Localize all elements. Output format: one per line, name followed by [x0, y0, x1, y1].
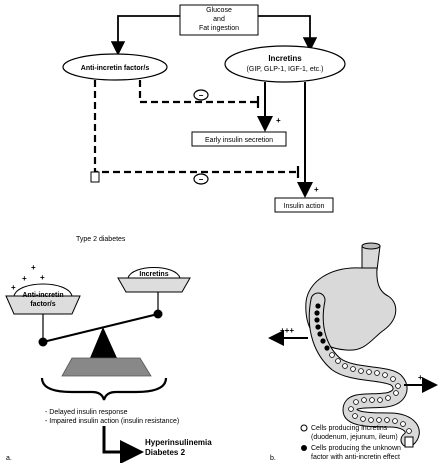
legend-open-line-1: Cells producing incretins: [311, 425, 388, 432]
open-cell: [400, 421, 406, 427]
glucose-line-3: Fat ingestion: [199, 25, 239, 32]
open-cell: [360, 416, 366, 422]
open-cell: [393, 390, 399, 396]
open-cell: [361, 397, 367, 403]
scale-marker-b: [404, 436, 414, 448]
incretins-examples: (GIP, GLP-1, IGF-1, etc.): [247, 66, 324, 73]
outcome-arrow: [102, 426, 144, 463]
filled-cell: [315, 324, 321, 330]
plus-early-secretion: +: [276, 116, 281, 125]
open-cell: [342, 363, 348, 369]
arrow-glucose-to-incretins: [258, 15, 318, 52]
consequence-1: - Delayed insulin response: [45, 409, 128, 416]
filled-cell: [314, 310, 320, 316]
consequence-2: - Impaired insulin action (insulin resis…: [45, 418, 179, 425]
legend-filled-line-1: Cells producing the unknown: [311, 445, 401, 452]
early-secretion-box: [191, 131, 287, 147]
open-cell: [384, 417, 390, 423]
arrow-glucose-to-anti-incretin: [110, 15, 180, 56]
open-cell: [395, 383, 401, 389]
legend-filled-symbol: [301, 445, 307, 451]
esophagus-opening: [361, 242, 381, 250]
open-cell: [374, 370, 380, 376]
right-pan-dome: [127, 267, 181, 279]
open-cell: [329, 352, 335, 358]
anti-incretin-cells: [314, 303, 330, 351]
glucose-box: [179, 4, 259, 36]
minus-badge-1: [193, 89, 209, 101]
glucose-line-2: and: [213, 16, 225, 23]
scale-marker: [90, 171, 100, 183]
glucose-line-1: Glucose: [206, 7, 232, 14]
open-cell: [406, 428, 412, 434]
top-pathway-diagram: Glucose and Fat ingestion Anti-incretin …: [62, 4, 346, 213]
type2-label: Type 2 diabetes: [76, 236, 126, 243]
open-cell: [353, 399, 359, 405]
open-cell: [382, 372, 388, 378]
filled-cell: [317, 331, 323, 337]
open-cell: [348, 406, 354, 412]
balance-base: [61, 357, 152, 377]
stomach: [305, 267, 397, 351]
plus-mark-1: +: [11, 283, 16, 292]
filled-cell: [324, 345, 330, 351]
plus-mark-2: +: [22, 274, 27, 283]
left-arrow-label: +++: [280, 326, 294, 335]
plus-mark-4: +: [40, 273, 45, 282]
dashed-path-to-early-secretion: [138, 80, 258, 104]
outcome-line-2: Diabetes 2: [145, 448, 186, 457]
insulin-action-label: Insulin action: [284, 203, 325, 210]
right-pan-label: Incretins: [139, 271, 168, 278]
legend-filled-line-2: factor with anti-incretin effect: [311, 454, 400, 461]
left-pan-dome: [13, 283, 73, 297]
panel-b-letter: b.: [270, 455, 276, 462]
open-cell: [352, 413, 358, 419]
filled-cell: [315, 303, 321, 309]
open-cell: [369, 397, 375, 403]
open-cell: [335, 358, 341, 364]
curly-brace: [40, 377, 168, 401]
filled-cell: [320, 338, 326, 344]
legend-open-symbol: [300, 424, 308, 432]
panel-a-balance: Type 2 diabetes + + + + Anti-incretin fa…: [5, 236, 212, 463]
balance-beam: [42, 313, 159, 343]
minus-sign-1: −: [199, 91, 204, 100]
open-cell: [392, 418, 398, 424]
minus-sign-2: −: [199, 175, 204, 184]
outcome-line-1: Hyperinsulinemia: [145, 438, 212, 447]
open-cell: [350, 366, 356, 372]
insulin-action-box: [274, 197, 334, 213]
left-pan-label-2: factor/s: [30, 301, 55, 308]
incretins-ellipse: [224, 45, 346, 83]
plus-insulin-action: +: [314, 185, 319, 194]
anti-incretin-ellipse: [62, 53, 168, 81]
open-cell: [358, 368, 364, 374]
beam-pivot-right: [153, 309, 163, 319]
panel-b-gut: +++ + Cells producing incretins (duodenu…: [268, 242, 438, 462]
plus-mark-3: +: [31, 263, 36, 272]
open-cell: [368, 417, 374, 423]
open-cell: [390, 376, 396, 382]
minus-badge-2: [193, 173, 209, 185]
right-arrow-label: +: [418, 373, 423, 382]
filled-cell: [314, 317, 320, 323]
left-pan-label-1: Anti-incretin: [22, 292, 63, 299]
right-pan: [117, 277, 191, 293]
legend-open-line-2: (duodenum, jejunum, ileum): [311, 434, 398, 441]
incretin-cells: [329, 352, 412, 434]
early-secretion-label: Early insulin secretion: [205, 137, 273, 144]
open-cell: [366, 369, 372, 375]
panel-a-letter: a.: [6, 455, 12, 462]
fulcrum: [90, 327, 117, 358]
open-cell: [377, 397, 383, 403]
beam-pivot-left: [38, 337, 48, 347]
anti-incretin-label: Anti-incretin factor/s: [81, 65, 150, 72]
incretins-label: Incretins: [268, 54, 302, 63]
open-cell: [385, 395, 391, 401]
open-cell: [376, 417, 382, 423]
